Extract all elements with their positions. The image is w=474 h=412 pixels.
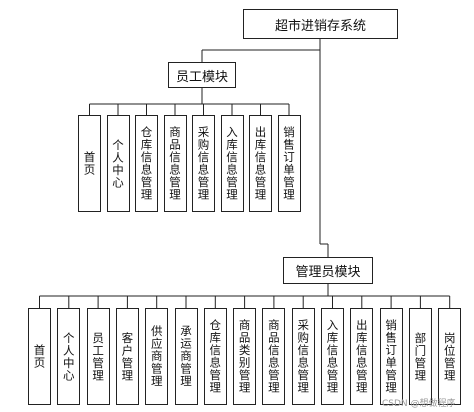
admin-item-6: 承运商管理 <box>174 308 198 405</box>
admin-item-15: 岗位管理 <box>438 308 462 405</box>
staff-item-6: 入库信息管理 <box>220 115 244 212</box>
root-node: 超市进销存系统 <box>243 9 398 39</box>
admin-item-12: 出库信息管理 <box>350 308 374 405</box>
admin-item-13: 销售订单管理 <box>379 308 403 405</box>
admin-item-10: 采购信息管理 <box>291 308 315 405</box>
admin-item-7: 仓库信息管理 <box>203 308 227 405</box>
admin-item-8: 商品类别管理 <box>233 308 257 405</box>
admin-item-1: 首页 <box>28 308 51 405</box>
admin-item-9: 商品信息管理 <box>262 308 286 405</box>
staff-item-8: 销售订单管理 <box>277 115 301 212</box>
staff-item-4: 商品信息管理 <box>163 115 187 212</box>
admin-item-14: 部门管理 <box>408 308 432 405</box>
admin-item-11: 入库信息管理 <box>321 308 344 405</box>
watermark: CSDN @想做程序 <box>382 399 456 409</box>
admin-item-2: 个人中心 <box>57 308 81 405</box>
staff-item-7: 出库信息管理 <box>249 115 272 212</box>
staff-item-5: 采购信息管理 <box>192 115 215 212</box>
admin-item-4: 客户管理 <box>115 308 139 405</box>
staff-item-3: 仓库信息管理 <box>135 115 158 212</box>
staff-module-node: 员工模块 <box>168 62 236 88</box>
admin-item-5: 供应商管理 <box>145 308 169 405</box>
admin-module-node: 管理员模块 <box>283 257 373 284</box>
admin-item-3: 员工管理 <box>86 308 110 405</box>
staff-item-2: 个人中心 <box>106 115 130 212</box>
staff-item-1: 首页 <box>78 115 101 212</box>
